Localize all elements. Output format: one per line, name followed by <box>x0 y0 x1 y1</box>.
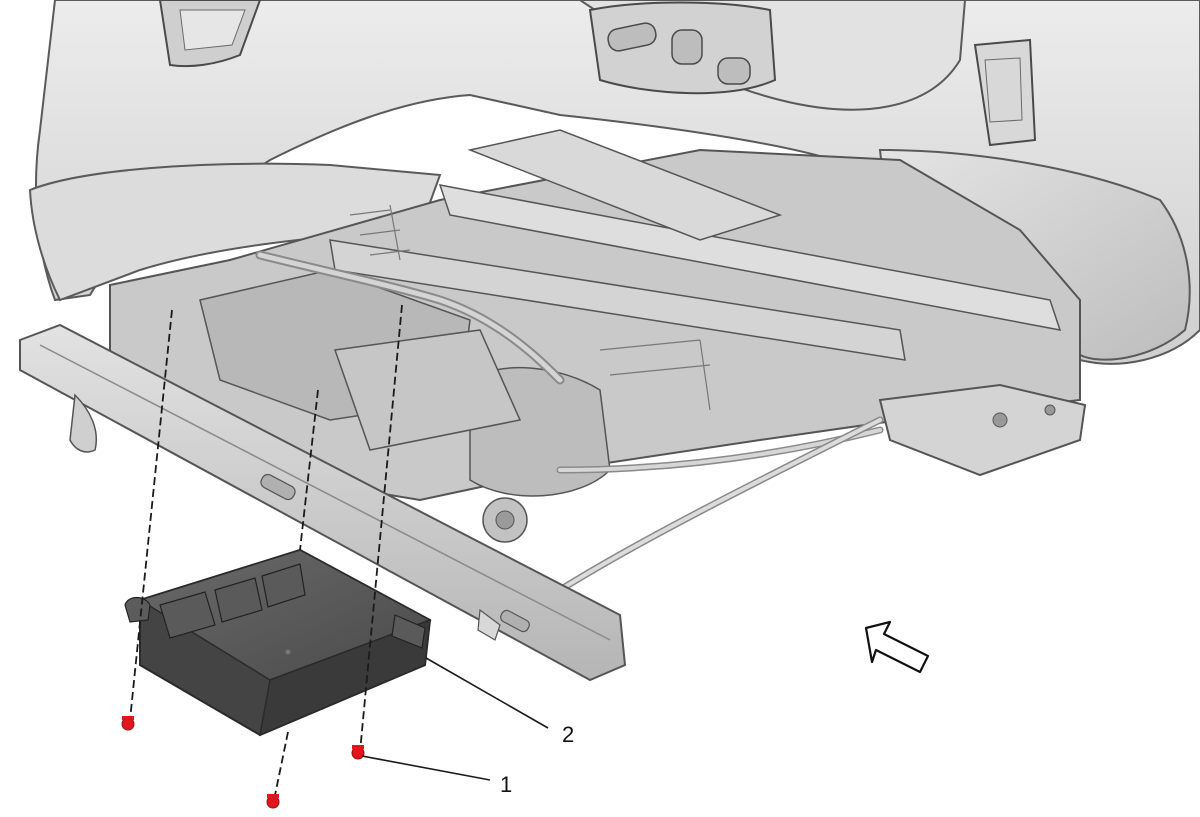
alignment-line-left <box>129 309 173 721</box>
leader-line-1 <box>361 755 491 781</box>
alignment-lines <box>129 304 403 801</box>
seat-control-module <box>124 548 432 737</box>
callout-label-1: 1 <box>500 772 512 797</box>
view-direction-arrow-icon <box>864 620 930 674</box>
bolt-icon <box>266 794 280 809</box>
callout-label-2: 2 <box>562 722 574 747</box>
leader-lines <box>361 657 549 781</box>
alignment-line-lower <box>273 731 289 801</box>
alignment-line-right <box>359 304 403 753</box>
fasteners <box>121 716 365 809</box>
bolt-icon <box>121 716 135 731</box>
seat-switch-panel <box>588 1 777 95</box>
bolt-icon <box>351 745 365 760</box>
alignment-line-center <box>299 389 319 551</box>
leader-line-2 <box>425 657 549 729</box>
seat-frame <box>109 129 1087 594</box>
seat-track-rail <box>19 323 627 682</box>
